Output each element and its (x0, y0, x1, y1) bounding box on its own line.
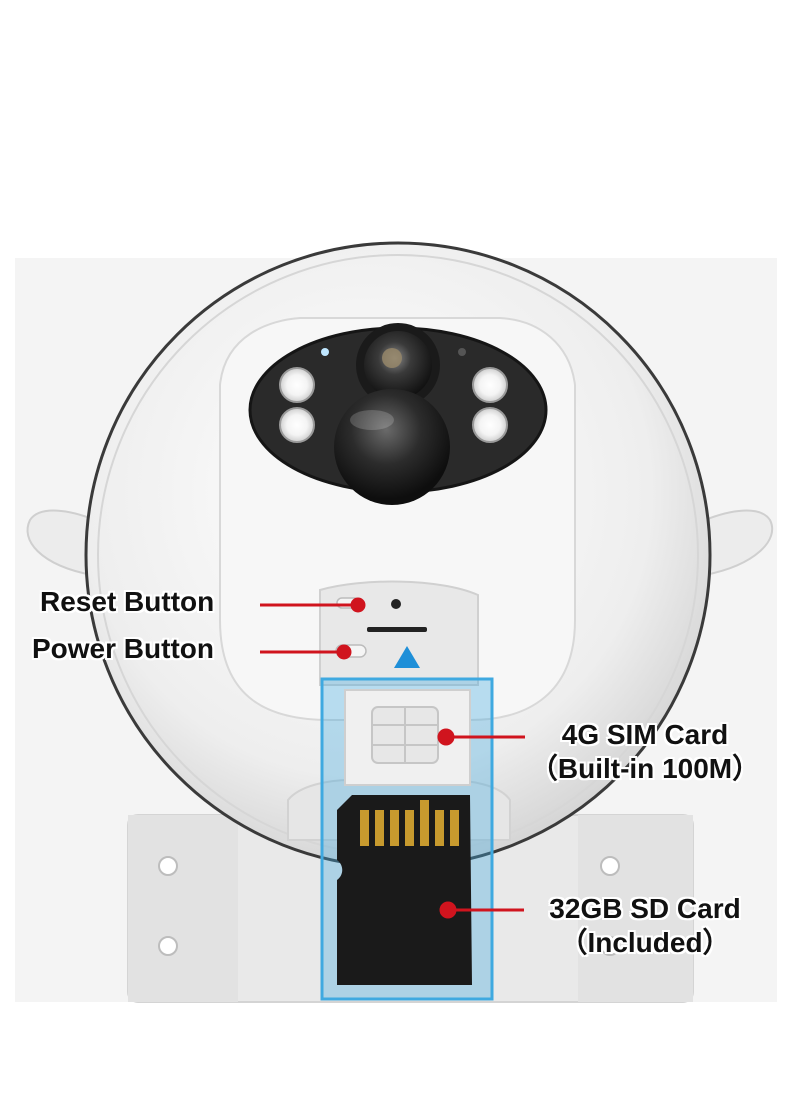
status-indicator (321, 348, 329, 356)
side-knob-left (26, 509, 97, 577)
bottom-dome-lens (334, 389, 450, 505)
sim-card-label-line1: 4G SIM Card (561, 719, 729, 750)
sim-card-label: 4G SIM Card （Built-in 100M） (520, 718, 770, 785)
sim-card-label-line2: （Built-in 100M） (529, 752, 761, 784)
card-slot-cover (319, 580, 479, 686)
sd-card-label-line1: 32GB SD Card (549, 893, 741, 924)
callout-lines (260, 597, 525, 919)
reset-button-label: Reset Button (40, 586, 215, 617)
power-button-label: Power Button (32, 633, 214, 664)
sd-card-label-line2: （Included） (559, 926, 731, 958)
sd-slot (367, 627, 427, 632)
sim-card-icon (344, 689, 471, 786)
led-lights (279, 367, 508, 443)
side-knob-right (704, 509, 774, 577)
insert-arrow-icon (394, 646, 420, 668)
reset-hole (391, 599, 401, 609)
sd-card-label: 32GB SD Card （Included） (520, 892, 770, 959)
sd-card-icon (337, 795, 472, 985)
